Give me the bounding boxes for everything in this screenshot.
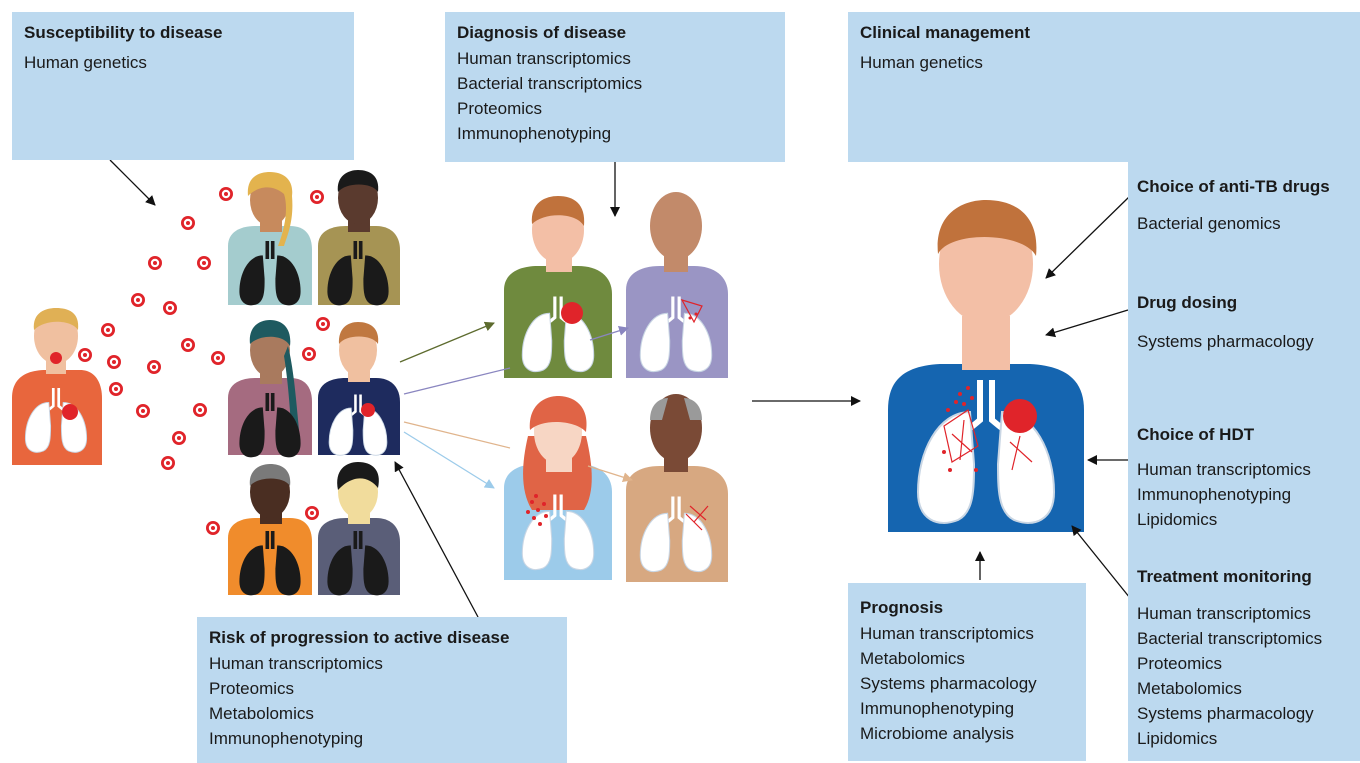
monitoring-items: Human transcriptomics Bacterial transcri… xyxy=(1137,601,1322,751)
risk-box: Risk of progression to active disease Hu… xyxy=(197,617,567,763)
bacterium xyxy=(136,404,150,418)
dosing-item: Systems pharmacology xyxy=(1137,332,1314,351)
patient-lavender xyxy=(626,192,728,378)
dosing-items: Systems pharmacology xyxy=(1137,329,1314,354)
bacterium xyxy=(101,323,115,337)
person-coughing xyxy=(12,308,102,465)
monitoring-item: Human transcriptomics xyxy=(1137,604,1311,623)
bacterium xyxy=(197,256,211,270)
bacterium xyxy=(131,293,145,307)
clinical-management-title: Clinical management xyxy=(860,23,1031,42)
risk-item: Human transcriptomics xyxy=(209,654,383,673)
bacterium xyxy=(161,456,175,470)
clinical-management-box: Clinical management Human genetics xyxy=(848,12,1360,162)
monitoring-title: Treatment monitoring xyxy=(1137,567,1312,586)
bacterium xyxy=(181,338,195,352)
person-contact-6 xyxy=(318,462,400,598)
risk-title: Risk of progression to active disease xyxy=(209,628,510,647)
bacterium xyxy=(181,216,195,230)
bacterium xyxy=(211,351,225,365)
monitoring-item: Bacterial transcriptomics xyxy=(1137,629,1323,648)
patient-tan xyxy=(626,394,728,582)
arrow-tan-2 xyxy=(587,465,633,483)
risk-item: Immunophenotyping xyxy=(209,729,364,748)
risk-item: Metabolomics xyxy=(209,704,314,723)
management-side-panel xyxy=(1128,162,1360,761)
diagnosis-item: Immunophenotyping xyxy=(457,124,612,143)
arrow-monitoring xyxy=(1071,525,1135,604)
arrows xyxy=(109,159,1135,618)
diagnosis-item: Human transcriptomics xyxy=(457,49,631,68)
susceptibility-title: Susceptibility to disease xyxy=(24,23,223,42)
arrow-anti-tb xyxy=(1045,195,1131,279)
prognosis-box: Prognosis Human transcriptomics Metabolo… xyxy=(848,583,1086,761)
monitoring-item: Metabolomics xyxy=(1137,679,1242,698)
monitoring-item: Proteomics xyxy=(1137,654,1223,673)
person-contact-3 xyxy=(228,320,312,460)
anti-tb-items: Bacterial genomics xyxy=(1137,211,1281,236)
prognosis-item: Systems pharmacology xyxy=(860,674,1037,693)
prognosis-item: Microbiome analysis xyxy=(860,724,1014,743)
prognosis-item: Human transcriptomics xyxy=(860,624,1034,643)
arrow-purple-1 xyxy=(403,367,511,395)
prognosis-item: Metabolomics xyxy=(860,649,965,668)
monitoring-item: Lipidomics xyxy=(1137,729,1218,748)
risk-item: Proteomics xyxy=(209,679,295,698)
susceptibility-item: Human genetics xyxy=(24,53,147,72)
prognosis-item: Immunophenotyping xyxy=(860,699,1015,718)
arrow-risk xyxy=(394,461,479,618)
person-contact-1 xyxy=(228,172,312,308)
bacterium xyxy=(148,256,162,270)
anti-tb-item: Bacterial genomics xyxy=(1137,214,1281,233)
hdt-item: Human transcriptomics xyxy=(1137,460,1311,479)
arrow-purple-2 xyxy=(589,325,629,341)
bacterium xyxy=(109,382,123,396)
arrow-green xyxy=(399,321,495,363)
person-contact-2 xyxy=(318,170,400,308)
bacterium xyxy=(78,348,92,362)
dosing-title: Drug dosing xyxy=(1137,293,1238,312)
bacterium xyxy=(147,360,161,374)
hdt-item: Lipidomics xyxy=(1137,510,1218,529)
person-contact-5 xyxy=(228,464,312,598)
bacterium xyxy=(107,355,121,369)
patient-main xyxy=(888,200,1084,532)
diagnosis-item: Proteomics xyxy=(457,99,543,118)
prognosis-title: Prognosis xyxy=(860,598,944,617)
susceptibility-box: Susceptibility to disease Human genetics xyxy=(12,12,354,160)
arrow-tan-1 xyxy=(403,421,511,449)
clinical-management-item: Human genetics xyxy=(860,53,983,72)
bacterium xyxy=(302,347,316,361)
hdt-item: Immunophenotyping xyxy=(1137,485,1292,504)
arrow-blue xyxy=(403,431,495,489)
person-contact-4 xyxy=(318,322,400,457)
bacterium xyxy=(219,187,233,201)
diagnosis-title: Diagnosis of disease xyxy=(457,23,627,42)
monitoring-item: Systems pharmacology xyxy=(1137,704,1314,723)
diagnosis-box: Diagnosis of disease Human transcriptomi… xyxy=(445,12,785,162)
bacterium xyxy=(305,506,319,520)
bacterium xyxy=(206,521,220,535)
bacterium xyxy=(193,403,207,417)
bacterium xyxy=(163,301,177,315)
diagnosis-item: Bacterial transcriptomics xyxy=(457,74,643,93)
patient-red-hair xyxy=(504,396,612,580)
hdt-items: Human transcriptomics Immunophenotyping … xyxy=(1137,457,1311,532)
bacterium xyxy=(316,317,330,331)
arrow-susceptibility xyxy=(109,159,156,206)
bacterium xyxy=(310,190,324,204)
anti-tb-title: Choice of anti-TB drugs xyxy=(1137,177,1330,196)
patient-active-tb xyxy=(504,196,612,378)
hdt-title: Choice of HDT xyxy=(1137,425,1255,444)
bacterium xyxy=(172,431,186,445)
arrow-dosing xyxy=(1045,309,1129,338)
